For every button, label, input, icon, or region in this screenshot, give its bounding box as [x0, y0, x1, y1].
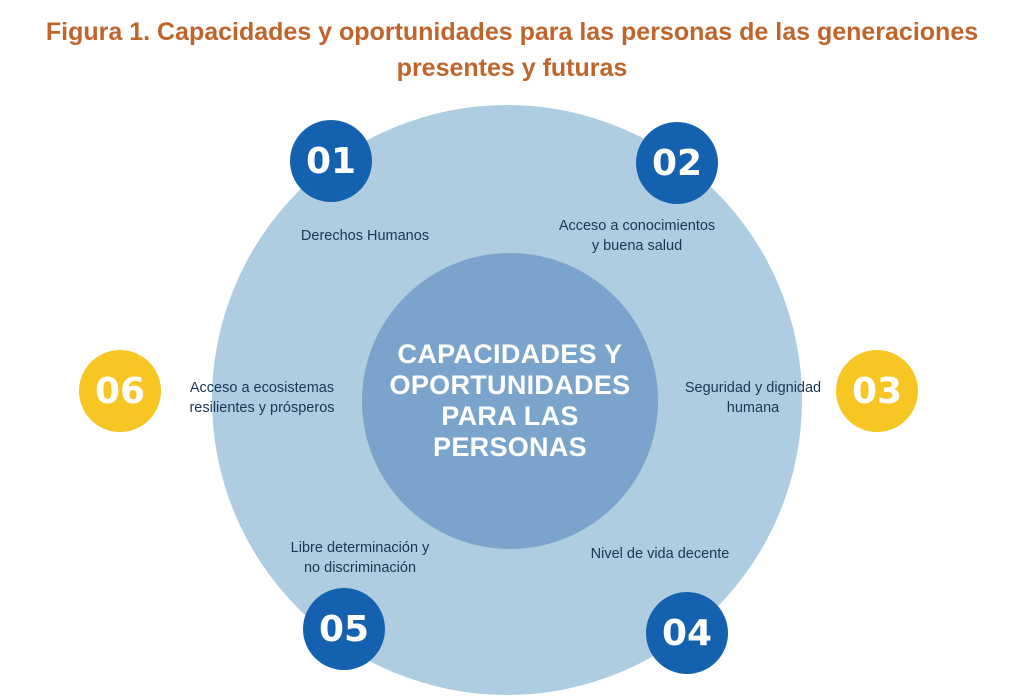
label-04: Nivel de vida decente — [560, 544, 760, 564]
badge-01: 01 — [290, 120, 372, 202]
badge-03: 03 — [836, 350, 918, 432]
label-01: Derechos Humanos — [255, 226, 475, 246]
label-02: Acceso a conocimientos y buena salud — [522, 216, 752, 256]
badge-04: 04 — [646, 592, 728, 674]
label-03-line-2: humana — [726, 400, 780, 416]
inner-circle — [362, 253, 658, 549]
center-label-line-1: CAPACIDADES Y — [397, 339, 623, 369]
badge-06: 06 — [79, 350, 161, 432]
label-05: Libre determinación y no discriminación — [250, 538, 470, 578]
center-label-line-3: PARA LAS — [441, 401, 579, 431]
label-01-line-1: Derechos Humanos — [300, 228, 430, 244]
badge-02: 02 — [636, 122, 718, 204]
label-06-line-1: Acceso a ecosistemas — [189, 380, 335, 396]
label-05-line-2: no discriminación — [303, 560, 417, 576]
center-label-line-2: OPORTUNIDADES — [389, 370, 631, 400]
label-05-line-1: Libre determinación y — [290, 540, 430, 556]
center-label: CAPACIDADES Y OPORTUNIDADES PARA LAS PER… — [362, 253, 658, 549]
label-03-line-1: Seguridad y dignidad — [684, 380, 822, 396]
center-label-line-4: PERSONAS — [433, 432, 587, 462]
figure-title-line-2: presentes y futuras — [396, 54, 628, 82]
label-02-line-2: y buena salud — [591, 238, 683, 254]
label-04-line-1: Nivel de vida decente — [590, 546, 730, 562]
label-06: Acceso a ecosistemas resilientes y prósp… — [165, 378, 359, 418]
label-03: Seguridad y dignidad humana — [660, 378, 846, 418]
badge-05: 05 — [303, 588, 385, 670]
figure-title-line-1: Figura 1. Capacidades y oportunidades pa… — [45, 18, 979, 46]
figure-title: Figura 1. Capacidades y oportunidades pa… — [0, 14, 1024, 86]
label-06-line-2: resilientes y prósperos — [189, 400, 335, 416]
label-02-line-1: Acceso a conocimientos — [558, 218, 716, 234]
